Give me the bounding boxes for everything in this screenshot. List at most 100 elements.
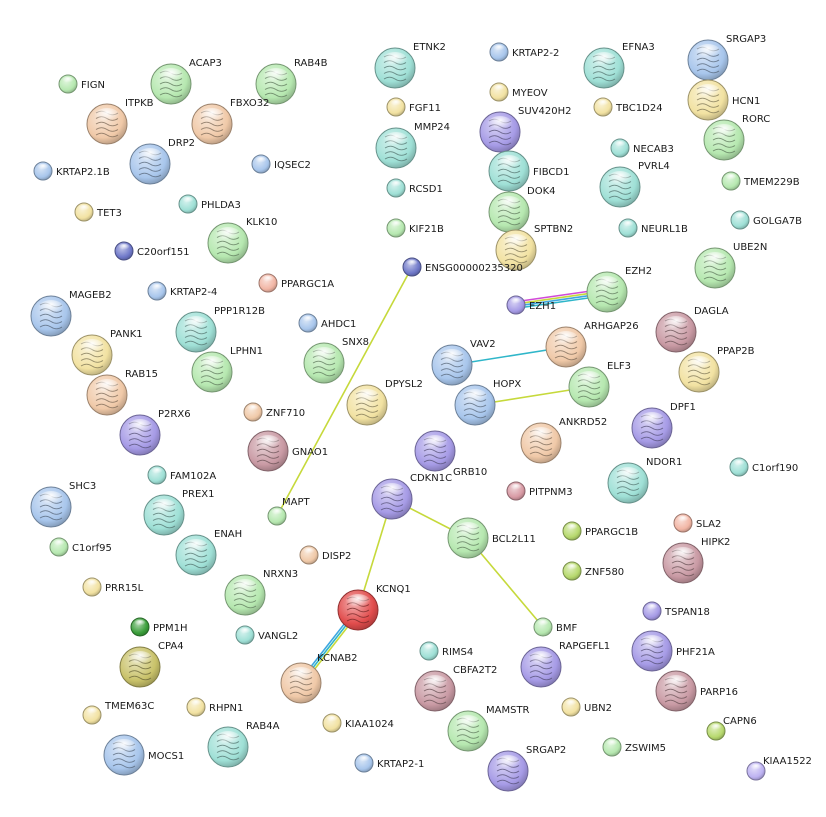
node-suv420h2[interactable]: SUV420H2 [479,106,571,153]
node-hipk2[interactable]: HIPK2 [662,537,730,584]
node-rorc[interactable]: RORC [703,114,770,161]
node-grb10[interactable]: GRB10 [414,430,487,478]
node-sla2[interactable]: SLA2 [673,513,721,533]
node-capn6[interactable]: CAPN6 [706,716,757,741]
node-c1orf190[interactable]: C1orf190 [729,457,798,477]
node-krtap2-1b[interactable]: KRTAP2.1B [33,161,110,181]
node-cpa4[interactable]: CPA4 [119,641,184,688]
node-ezh1[interactable]: EZH1 [506,295,556,315]
node-phf21a[interactable]: PHF21A [631,630,715,672]
node-hopx[interactable]: HOPX [454,379,521,426]
node-prex1[interactable]: PREX1 [143,489,215,536]
node-znf580[interactable]: ZNF580 [562,561,624,581]
node-ppp1r12b[interactable]: PPP1R12B [175,306,265,353]
node-bcl2l11[interactable]: BCL2L11 [447,517,536,559]
node-fam102a[interactable]: FAM102A [147,465,216,485]
node-tspan18[interactable]: TSPAN18 [642,601,710,621]
node-rapgefl1[interactable]: RAPGEFL1 [520,641,610,688]
node-pvrl4[interactable]: PVRL4 [599,161,670,208]
node-phlda3[interactable]: PHLDA3 [178,194,241,214]
node-ndor1[interactable]: NDOR1 [607,457,682,504]
node-p2rx6[interactable]: P2RX6 [119,409,191,456]
node-fibcd1[interactable]: FIBCD1 [488,150,569,192]
node-bmf[interactable]: BMF [533,617,577,637]
node-srgap2[interactable]: SRGAP2 [487,745,566,792]
node-tet3[interactable]: TET3 [74,202,122,222]
node-kiaa1024[interactable]: KIAA1024 [322,713,394,733]
node-dok4[interactable]: DOK4 [488,186,556,233]
node-arhgap26[interactable]: ARHGAP26 [545,321,639,368]
node-ube2n[interactable]: UBE2N [694,242,767,289]
edge-ensg00000235320-mapt[interactable] [276,266,413,517]
node-golga7b[interactable]: GOLGA7B [730,210,802,230]
node-elf3[interactable]: ELF3 [568,361,631,408]
node-neurl1b[interactable]: NEURL1B [618,218,688,238]
node-ppap2b[interactable]: PPAP2B [678,346,755,393]
node-dpf1[interactable]: DPF1 [631,402,696,449]
node-klk10[interactable]: KLK10 [207,217,277,264]
node-itpkb[interactable]: ITPKB [86,98,154,145]
node-sptbn2[interactable]: SPTBN2 [495,224,573,271]
node-dagla[interactable]: DAGLA [655,306,729,353]
node-mapt[interactable]: MAPT [267,497,310,526]
node-ppargc1a[interactable]: PPARGC1A [258,273,334,293]
node-vangl2[interactable]: VANGL2 [235,625,298,645]
node-mmp24[interactable]: MMP24 [375,122,450,169]
node-rab4b[interactable]: RAB4B [255,58,328,105]
node-drp2[interactable]: DRP2 [129,138,195,185]
node-gnao1[interactable]: GNAO1 [247,430,328,472]
node-krtap2-4[interactable]: KRTAP2-4 [147,281,217,301]
node-tbc1d24[interactable]: TBC1D24 [593,97,663,117]
node-cbfa2t2[interactable]: CBFA2T2 [414,665,497,712]
node-vav2[interactable]: VAV2 [431,339,496,386]
node-disp2[interactable]: DISP2 [299,545,351,565]
node-kcnab2[interactable]: KCNAB2 [280,653,358,704]
node-shc3[interactable]: SHC3 [30,481,96,528]
node-snx8[interactable]: SNX8 [303,337,369,384]
node-ppm1h[interactable]: PPM1H [130,617,188,637]
node-fbxo32[interactable]: FBXO32 [191,98,269,145]
node-kif21b[interactable]: KIF21B [386,218,444,238]
node-fign[interactable]: FIGN [58,74,105,94]
node-rab4a[interactable]: RAB4A [207,721,280,768]
node-tmem229b[interactable]: TMEM229B [721,171,800,191]
node-mocs1[interactable]: MOCS1 [103,734,184,776]
node-mageb2[interactable]: MAGEB2 [30,290,112,337]
node-pank1[interactable]: PANK1 [71,329,143,376]
node-ahdc1[interactable]: AHDC1 [298,313,356,333]
node-efna3[interactable]: EFNA3 [583,42,655,89]
node-c1orf95[interactable]: C1orf95 [49,537,112,557]
node-rab15[interactable]: RAB15 [86,369,158,416]
node-enah[interactable]: ENAH [175,529,242,576]
node-ezh2[interactable]: EZH2 [586,266,652,313]
node-znf710[interactable]: ZNF710 [243,402,305,422]
node-prr15l[interactable]: PRR15L [82,577,144,597]
node-mamstr[interactable]: MAMSTR [447,705,530,752]
node-necab3[interactable]: NECAB3 [610,138,674,158]
node-hcn1[interactable]: HCN1 [687,79,760,121]
node-dpysl2[interactable]: DPYSL2 [346,379,423,426]
node-rhpn1[interactable]: RHPN1 [186,697,243,717]
node-rcsd1[interactable]: RCSD1 [386,178,443,198]
node-krtap2-1[interactable]: KRTAP2-1 [354,753,424,773]
node-etnk2[interactable]: ETNK2 [374,42,446,89]
node-acap3[interactable]: ACAP3 [150,58,222,105]
node-kcnq1[interactable]: KCNQ1 [337,584,411,631]
node-ppargc1b[interactable]: PPARGC1B [562,521,638,541]
node-myeov[interactable]: MYEOV [489,82,548,102]
node-kiaa1522[interactable]: KIAA1522 [746,756,812,781]
node-tmem63c[interactable]: TMEM63C [82,701,154,725]
node-krtap2-2[interactable]: KRTAP2-2 [489,42,559,62]
node-lphn1[interactable]: LPHN1 [191,346,263,393]
node-c20orf151[interactable]: C20orf151 [114,241,190,261]
node-iqsec2[interactable]: IQSEC2 [251,154,311,174]
node-ankrd52[interactable]: ANKRD52 [520,417,607,464]
node-parp16[interactable]: PARP16 [655,670,738,712]
node-cdkn1c[interactable]: CDKN1C [371,473,452,520]
node-ubn2[interactable]: UBN2 [561,697,612,717]
node-ensg00000235320[interactable]: ENSG00000235320 [402,257,523,277]
node-rims4[interactable]: RIMS4 [419,641,473,661]
node-zswim5[interactable]: ZSWIM5 [602,737,666,757]
node-nrxn3[interactable]: NRXN3 [224,569,298,616]
node-pitpnm3[interactable]: PITPNM3 [506,481,573,501]
